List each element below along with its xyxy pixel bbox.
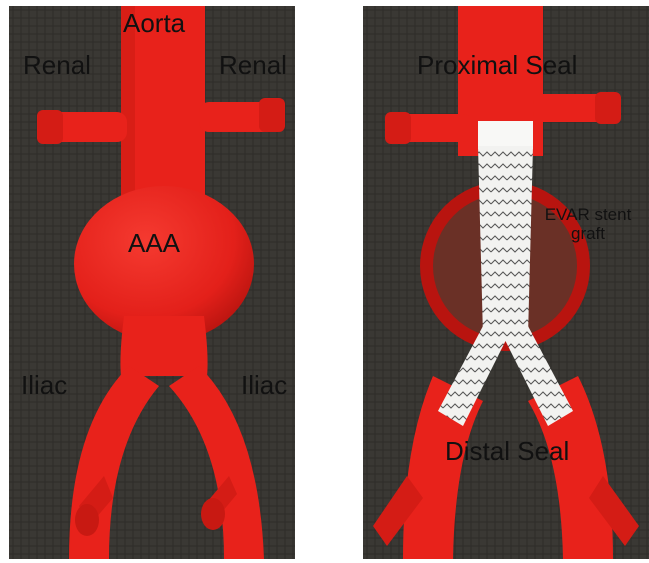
evar-model-illustration bbox=[363, 6, 649, 559]
proximal-seal-label: Proximal Seal bbox=[417, 52, 577, 78]
aorta-label: Aorta bbox=[123, 10, 185, 36]
iliac-left-label: Iliac bbox=[21, 372, 67, 398]
distal-seal-label: Distal Seal bbox=[445, 438, 569, 464]
renal-right-label: Renal bbox=[219, 52, 287, 78]
aaa-label: AAA bbox=[128, 230, 180, 256]
aorta-model-photo: Aorta Renal Renal AAA Iliac Iliac bbox=[9, 6, 295, 559]
evar-stent-graft-label: EVAR stent graft bbox=[533, 206, 643, 243]
iliac-right-label: Iliac bbox=[241, 372, 287, 398]
renal-left-label: Renal bbox=[23, 52, 91, 78]
aorta-model-illustration bbox=[9, 6, 295, 559]
evar-model-photo: Proximal Seal EVAR stent graft Distal Se… bbox=[363, 6, 649, 559]
